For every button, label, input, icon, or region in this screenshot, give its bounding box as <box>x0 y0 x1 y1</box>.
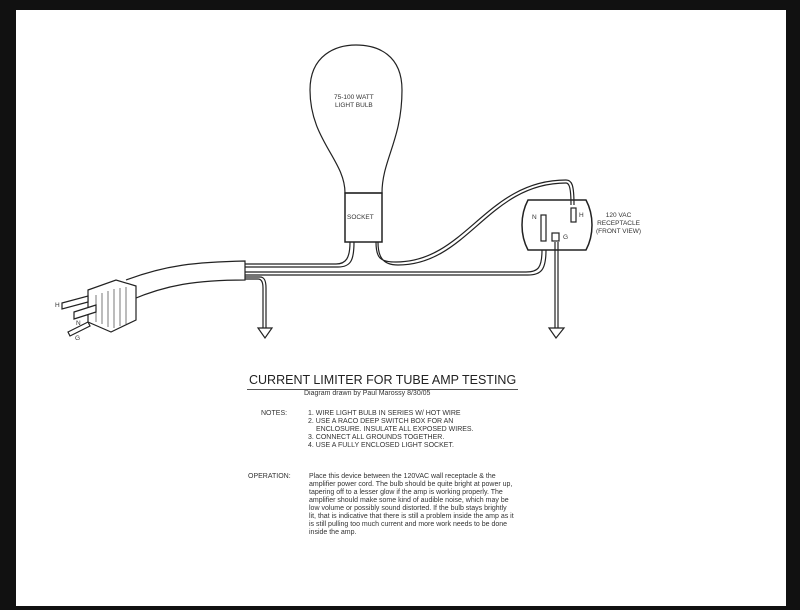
receptacle-label: 120 VAC RECEPTACLE (FRONT VIEW) <box>596 212 641 236</box>
receptacle-neutral-slot <box>540 214 547 242</box>
notes-label: NOTES: <box>261 410 288 417</box>
socket <box>344 192 383 243</box>
bulb-label-line: LIGHT BULB <box>334 102 373 109</box>
plug-g-label: G <box>75 335 81 342</box>
note-item: 1. WIRE LIGHT BULB IN SERIES W/ HOT WIRE <box>308 410 461 417</box>
note-item: 3. CONNECT ALL GROUNDS TOGETHER. <box>308 434 445 441</box>
wiring-diagram <box>61 44 593 340</box>
plug-neutral-prong <box>73 304 97 320</box>
lamp-to-receptacle-wire <box>375 179 575 266</box>
operation-text: Place this device between the 120VAC wal… <box>309 473 514 536</box>
note-item: ENCLOSURE. INSULATE ALL EXPOSED WIRES. <box>316 426 474 433</box>
notes-list: 1. WIRE LIGHT BULB IN SERIES W/ HOT WIRE… <box>308 410 474 450</box>
receptacle-ground-slot <box>551 232 560 242</box>
receptacle-label-line: RECEPTACLE <box>597 220 640 227</box>
receptacle <box>521 199 593 251</box>
ground-wire-receptacle <box>554 242 559 328</box>
ground-symbol-left <box>256 327 274 340</box>
ground-wire-plug <box>245 276 267 328</box>
ground-symbol-right <box>547 327 566 340</box>
receptacle-hot-slot <box>570 207 577 223</box>
note-item: 2. USE A RACO DEEP SWITCH BOX FOR AN <box>308 418 454 425</box>
receptacle-h-label: H <box>579 212 584 219</box>
plug-h-label: H <box>55 302 60 309</box>
plug-n-label: N <box>76 320 81 327</box>
receptacle-label-line: (FRONT VIEW) <box>596 228 642 235</box>
receptacle-g-label: G <box>563 234 569 241</box>
hot-wire <box>245 241 355 268</box>
note-item: 4. USE A FULLY ENCLOSED LIGHT SOCKET. <box>308 442 454 449</box>
receptacle-label-line: 120 VAC <box>605 212 632 219</box>
light-bulb <box>309 44 403 194</box>
neutral-wire <box>245 249 547 276</box>
socket-label: SOCKET <box>347 214 374 221</box>
diagram-title: CURRENT LIMITER FOR TUBE AMP TESTING <box>247 373 519 390</box>
operation-label: OPERATION: <box>248 473 291 480</box>
plug-hot-prong <box>61 295 89 310</box>
credit: Diagram drawn by Paul Marossy 8/30/05 <box>304 390 431 397</box>
diagram-page: 75-100 WATT LIGHT BULB SOCKET 120 VAC RE… <box>16 10 786 606</box>
plug-ground-prong <box>67 321 91 337</box>
bulb-label-line: 75-100 WATT <box>334 94 374 101</box>
bulb-label: 75-100 WATT LIGHT BULB <box>334 94 374 110</box>
power-cord <box>125 260 246 301</box>
receptacle-n-label: N <box>532 214 537 221</box>
